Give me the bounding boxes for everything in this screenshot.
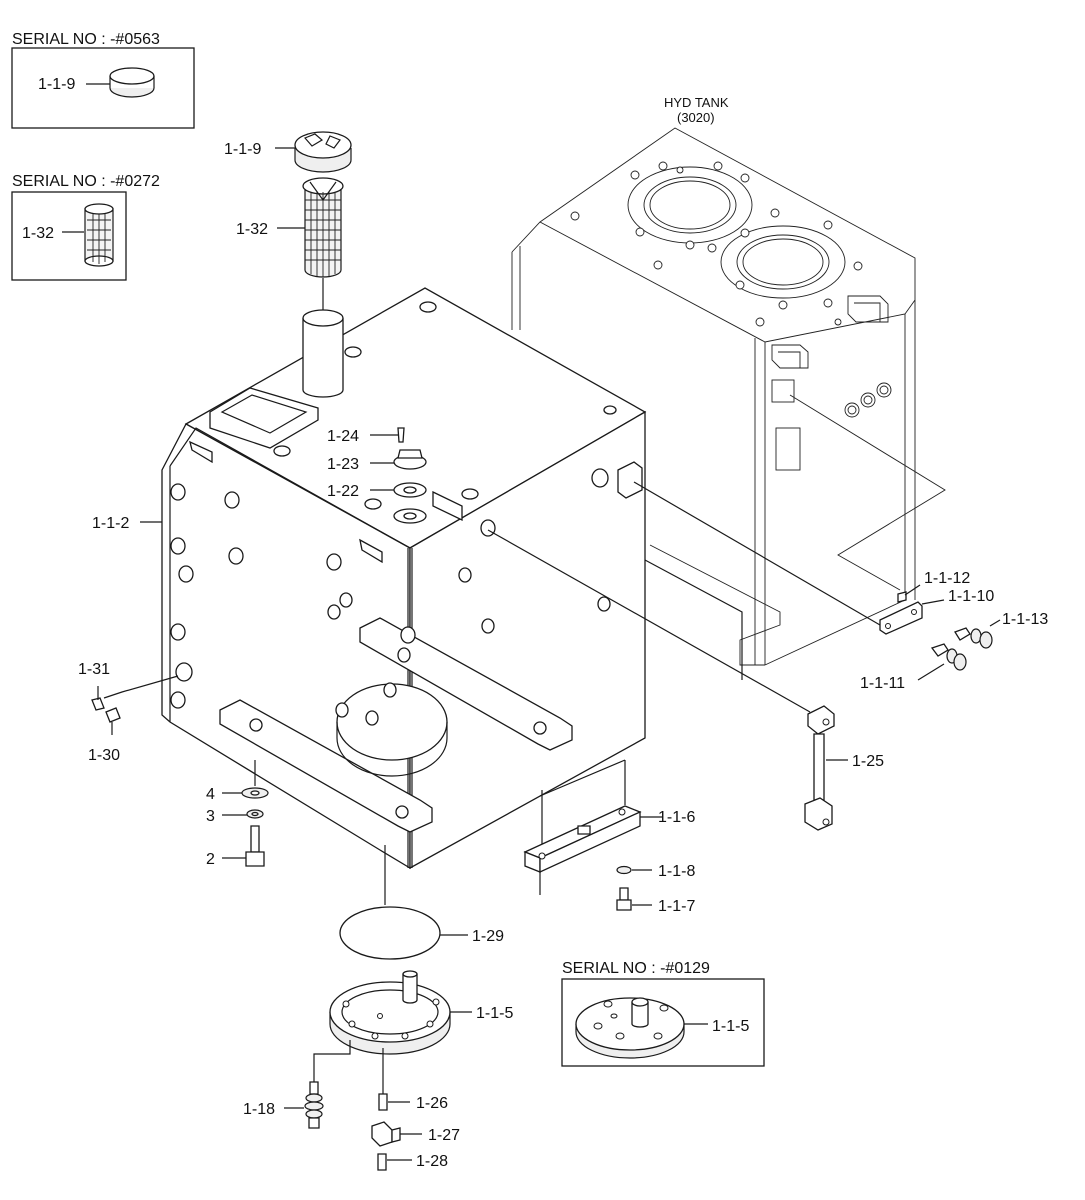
strainer-icon bbox=[302, 177, 344, 278]
connecting-rod-icon bbox=[804, 705, 835, 831]
callout-1-1-13: 1-1-13 bbox=[1002, 611, 1048, 628]
callout-1-25: 1-25 bbox=[852, 753, 884, 770]
clamp-plate-icons bbox=[879, 591, 993, 671]
inset-title-0272: SERIAL NO : -#0272 bbox=[12, 173, 160, 190]
gasket-icon bbox=[339, 906, 441, 960]
inset-label-1-1-5: 1-1-5 bbox=[712, 1018, 749, 1035]
callout-1-29: 1-29 bbox=[472, 928, 504, 945]
inset-serial-0272: SERIAL NO : -#0272 1-32 bbox=[11, 173, 160, 281]
callout-1-1-6: 1-1-6 bbox=[658, 809, 695, 826]
callout-1-18: 1-18 bbox=[243, 1101, 275, 1118]
callout-1-23: 1-23 bbox=[327, 456, 359, 473]
mounting-hardware-icons bbox=[241, 787, 269, 867]
inset-label-1-1-9: 1-1-9 bbox=[38, 76, 75, 93]
inset-title-0563: SERIAL NO : -#0563 bbox=[12, 31, 160, 48]
callout-1-1-9: 1-1-9 bbox=[224, 141, 261, 158]
drain-valve-icon bbox=[304, 1081, 324, 1129]
callout-1-24: 1-24 bbox=[327, 428, 359, 445]
inset-label-1-32: 1-32 bbox=[22, 225, 54, 242]
callout-1-1-8: 1-1-8 bbox=[658, 863, 695, 880]
inset-serial-0563: SERIAL NO : -#0563 1-1-9 bbox=[11, 31, 195, 129]
callout-1-31: 1-31 bbox=[78, 661, 110, 678]
callout-1-32: 1-32 bbox=[236, 221, 268, 238]
callout-1-1-10: 1-1-10 bbox=[948, 588, 994, 605]
filler-cap-icon bbox=[294, 131, 352, 173]
callout-2: 2 bbox=[206, 851, 215, 868]
callout-1-1-11: 1-1-11 bbox=[860, 675, 905, 692]
cover-plate-icon bbox=[329, 970, 451, 1055]
fuel-tank-body bbox=[161, 287, 743, 905]
washer-bolt-icons bbox=[616, 865, 632, 911]
bolt-stack-icons bbox=[393, 427, 427, 524]
callout-1-30: 1-30 bbox=[88, 747, 120, 764]
callout-4: 4 bbox=[206, 786, 215, 803]
callout-1-28: 1-28 bbox=[416, 1153, 448, 1170]
hyd-tank-number: (3020) bbox=[677, 110, 715, 125]
callout-1-1-12: 1-1-12 bbox=[924, 570, 970, 587]
hyd-tank-title: HYD TANK bbox=[664, 95, 729, 110]
inset-title-0129: SERIAL NO : -#0129 bbox=[562, 960, 710, 977]
cover-plate-alt-icon bbox=[575, 997, 685, 1059]
inset-serial-0129: SERIAL NO : -#0129 1-1-5 bbox=[561, 960, 765, 1067]
callout-1-26: 1-26 bbox=[416, 1095, 448, 1112]
callout-1-22: 1-22 bbox=[327, 483, 359, 500]
callout-1-1-2: 1-1-2 bbox=[92, 515, 129, 532]
hyd-tank-outline: HYD TANK (3020) bbox=[511, 95, 946, 666]
callout-1-1-5: 1-1-5 bbox=[476, 1005, 513, 1022]
drain-fittings-icons bbox=[371, 1093, 401, 1171]
plug-fittings-icons bbox=[91, 697, 121, 723]
callout-1-27: 1-27 bbox=[428, 1127, 460, 1144]
strainer-short-icon bbox=[84, 203, 114, 267]
filler-cap-flat-icon bbox=[109, 67, 155, 98]
callout-3: 3 bbox=[206, 808, 215, 825]
bracket-icon bbox=[523, 805, 642, 895]
callout-1-1-7: 1-1-7 bbox=[658, 898, 695, 915]
